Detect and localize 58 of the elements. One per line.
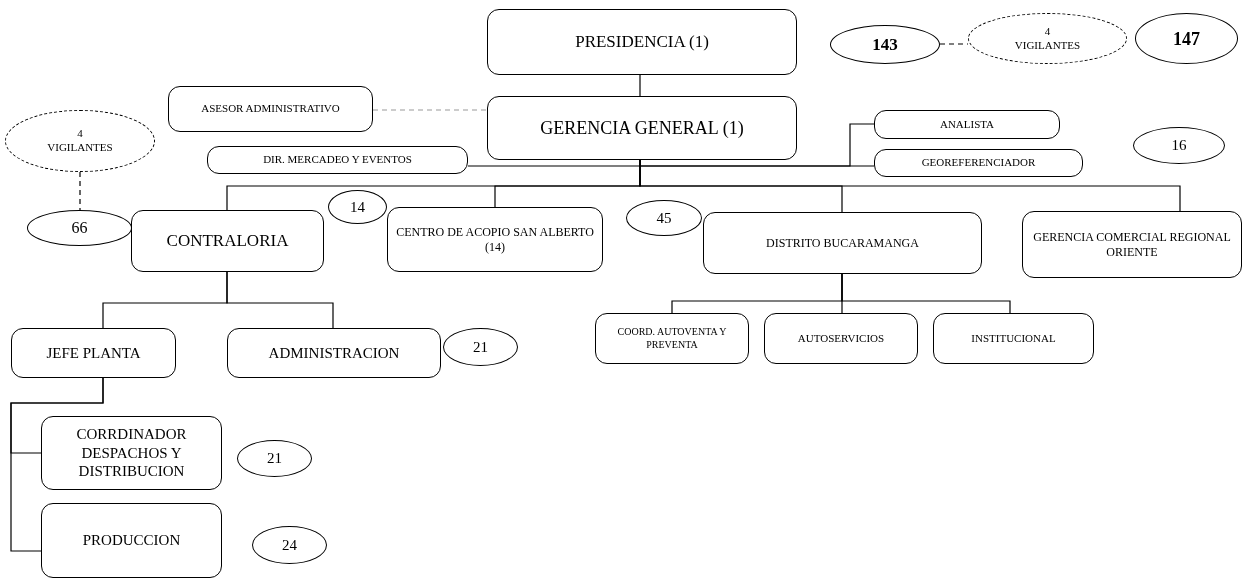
count-label: 147: [1173, 29, 1200, 48]
org-box: [207, 146, 468, 174]
org-box: [41, 503, 222, 578]
count-ellipse: [27, 210, 132, 246]
org-box: [41, 416, 222, 490]
box-label: PRESIDENCIA (1): [575, 31, 709, 53]
org-box: [168, 86, 373, 132]
org-box: [131, 210, 324, 272]
box-label: DIR. MERCADEO Y EVENTOS: [263, 153, 412, 167]
org-box: [874, 110, 1060, 139]
count-label: 24: [282, 537, 297, 553]
box-label: CORRDINADOR DESPACHOS Y DISTRIBUCION: [75, 424, 188, 482]
box-label: GERENCIA COMERCIAL REGIONAL ORIENTE: [1032, 229, 1232, 260]
org-box: [11, 328, 176, 378]
org-box: [595, 313, 749, 364]
org-box: [703, 212, 982, 274]
count-label: 66: [71, 220, 88, 236]
box-label: INSTITUCIONAL: [971, 331, 1056, 346]
connector-line: [841, 273, 1011, 314]
box-label: ASESOR ADMINISTRATIVO: [201, 102, 340, 116]
box-label: DISTRITO BUCARAMANGA: [766, 235, 919, 251]
count-label: 21: [473, 339, 488, 355]
connector-line: [226, 271, 334, 329]
count-label: 4: [1044, 24, 1051, 39]
box-label: JEFE PLANTA: [46, 343, 141, 363]
count-label: 21: [267, 451, 282, 466]
count-label: VIGILANTES: [1014, 38, 1081, 53]
dashed-connector: [79, 171, 81, 211]
org-box: [387, 207, 603, 272]
connector-line: [639, 74, 641, 97]
box-label: CENTRO DE ACOPIO SAN ALBERTO (14): [395, 224, 595, 255]
dashed-connector: [939, 43, 969, 45]
dashed-connector: [372, 109, 488, 111]
box-label: ANALISTA: [939, 117, 995, 132]
org-box: [874, 149, 1083, 177]
count-ellipse: [626, 200, 702, 236]
box-label: AUTOSERVICIOS: [797, 331, 885, 346]
count-label: VIGILANTES: [47, 141, 113, 155]
count-label: 16: [1171, 138, 1187, 153]
org-box: [487, 96, 797, 160]
org-box: [1022, 211, 1242, 278]
count-label: 14: [350, 199, 365, 215]
count-label: 4: [77, 127, 83, 141]
count-label: 45: [656, 210, 672, 226]
box-label: GEOREFERENCIADOR: [921, 156, 1036, 170]
count-ellipse: [328, 190, 387, 224]
org-box: [227, 328, 441, 378]
box-label: GERENCIA GENERAL (1): [540, 116, 744, 140]
count-ellipse: [443, 328, 518, 366]
org-box: [764, 313, 918, 364]
box-label: PRODUCCION: [82, 531, 181, 550]
org-box: [487, 9, 797, 75]
org-box: [933, 313, 1094, 364]
count-label: 143: [872, 36, 898, 53]
box-label: CONTRALORIA: [166, 230, 289, 252]
connector-line: [10, 377, 104, 552]
box-label: ADMINISTRACION: [268, 343, 400, 363]
box-label: COORD. AUTOVENTA Y PREVENTA: [616, 326, 728, 351]
